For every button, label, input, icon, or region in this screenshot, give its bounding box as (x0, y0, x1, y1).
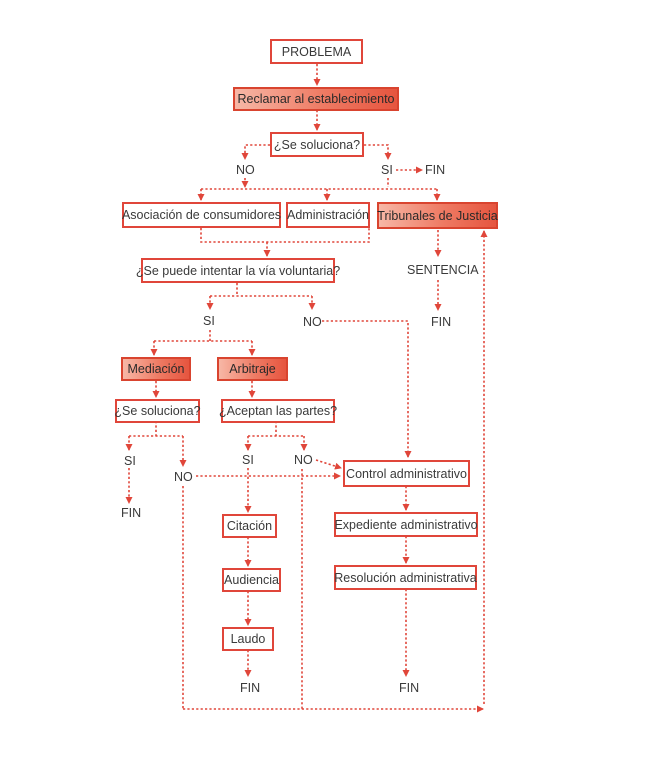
label-fin-1: FIN (425, 163, 446, 177)
node-via-voluntaria: ¿Se puede intentar la vía voluntaria? (136, 258, 340, 283)
node-se-soluciona: ¿Se soluciona? (270, 132, 364, 157)
node-arbitraje: Arbitraje (217, 357, 288, 381)
node-aceptan-partes: ¿Aceptan las partes? (219, 399, 337, 423)
node-asociacion-consumidores: Asociación de consumidores (122, 202, 281, 228)
node-tribunales-justicia: Tribunales de Justicia (377, 202, 498, 229)
label-si-1: SI (381, 163, 393, 177)
node-laudo: Laudo (222, 627, 274, 651)
label-no-3: NO (174, 470, 193, 484)
label-sentencia: SENTENCIA (407, 263, 479, 277)
node-administracion: Administración (286, 202, 370, 228)
node-control-administrativo: Control administrativo (343, 460, 470, 487)
node-reclamar-establecimiento: Reclamar al establecimiento (233, 87, 399, 111)
node-citacion: Citación (222, 514, 277, 538)
label-fin-tribunales: FIN (431, 315, 452, 329)
label-no-1: NO (236, 163, 255, 177)
label-fin-admin: FIN (399, 681, 420, 695)
node-problema: PROBLEMA (270, 39, 363, 64)
node-resolucion-administrativa: Resolución administrativa (334, 565, 477, 590)
label-si-2: SI (203, 314, 215, 328)
label-no-4: NO (294, 453, 313, 467)
node-se-soluciona-mediacion: ¿Se soluciona? (114, 399, 201, 423)
label-fin-laudo: FIN (240, 681, 261, 695)
node-audiencia: Audiencia (222, 568, 281, 592)
label-no-2: NO (303, 315, 322, 329)
label-fin-mediacion: FIN (121, 506, 142, 520)
label-si-4: SI (242, 453, 254, 467)
node-mediacion: Mediación (121, 357, 191, 381)
node-expediente-administrativo: Expediente administrativo (334, 512, 478, 537)
label-si-3: SI (124, 454, 136, 468)
